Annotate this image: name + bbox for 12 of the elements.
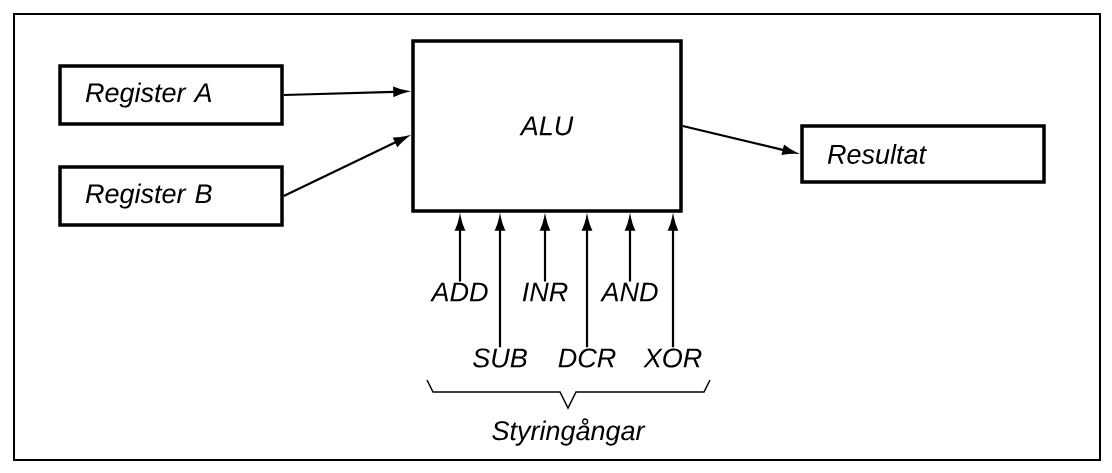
process-box: ALU [411, 39, 683, 213]
arrow [283, 135, 408, 197]
signal-label: SUB [473, 348, 527, 368]
signal-label: XOR [643, 348, 702, 368]
signal-label: INR [522, 282, 568, 302]
signal-label: DCR [558, 348, 616, 368]
signal-label: AND [600, 282, 658, 302]
process-box: Resultat [800, 124, 1046, 184]
process-box: Register B [58, 165, 284, 227]
process-box: Register A [58, 64, 284, 126]
brace-label: Styringångar [492, 418, 646, 446]
signal-label: ADD [430, 282, 488, 302]
